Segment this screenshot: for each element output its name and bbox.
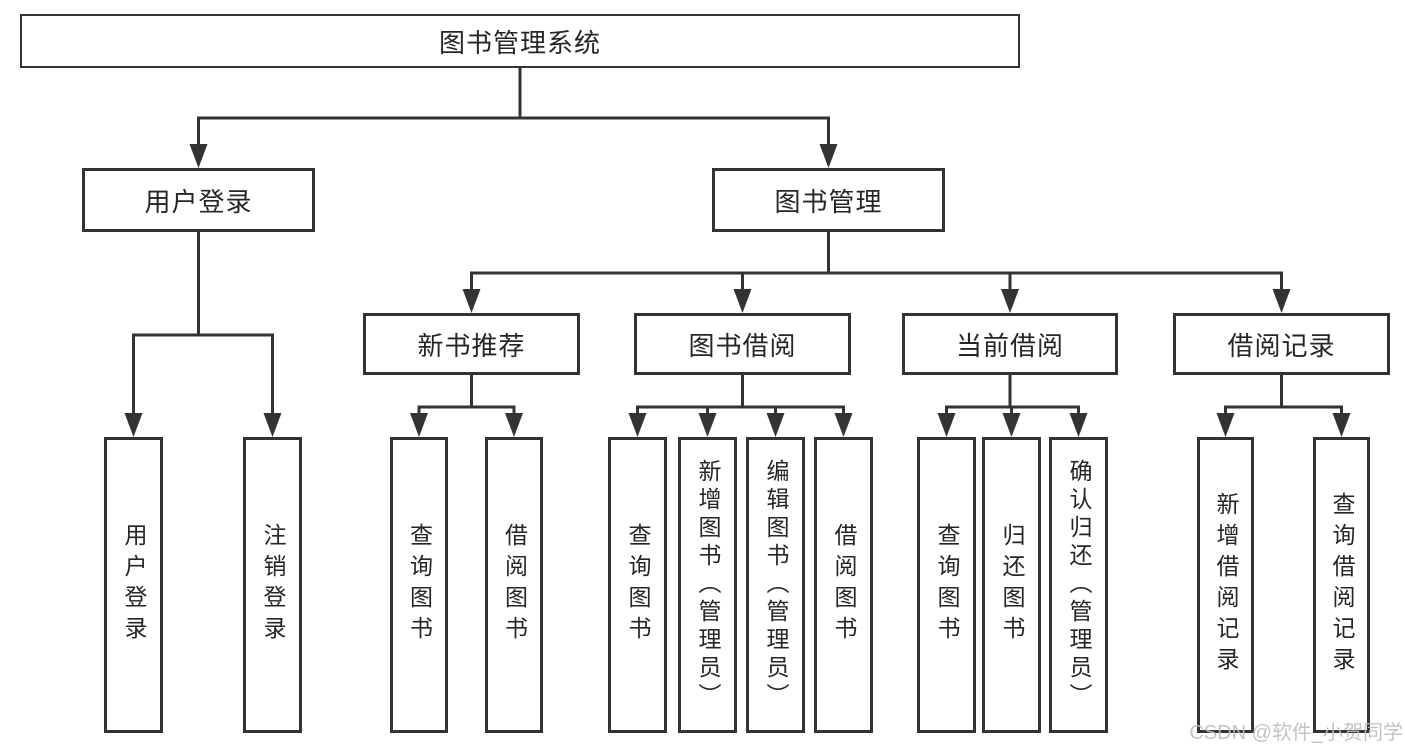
node-label: 查询图书 xyxy=(625,523,651,647)
arrowhead-icon xyxy=(1001,289,1019,313)
node-label: 图书管理 xyxy=(774,186,883,217)
csdn-watermark: CSDN @软件_小贺同学 xyxy=(1189,722,1403,744)
node-label: 查询图书 xyxy=(406,523,433,647)
node-label: 新增借阅记录 xyxy=(1213,492,1239,678)
arrowhead-icon xyxy=(733,289,752,313)
node-label: 确认归还（管理员） xyxy=(1066,459,1092,711)
node-add-book-admin: 新增图书（管理员） xyxy=(678,437,737,733)
arrowhead-icon xyxy=(819,144,838,168)
node-query-books-borrowing: 查询图书 xyxy=(608,437,667,733)
node-label: 新增图书（管理员） xyxy=(695,459,721,711)
node-current-borrowing: 当前借阅 xyxy=(902,313,1118,375)
arrowhead-icon xyxy=(1002,413,1021,437)
arrowhead-icon xyxy=(937,413,956,437)
node-label: 归还图书 xyxy=(999,523,1025,647)
node-confirm-return-admin: 确认归还（管理员） xyxy=(1049,437,1108,733)
node-add-borrow-record: 新增借阅记录 xyxy=(1197,437,1254,733)
arrowhead-icon xyxy=(124,413,143,437)
node-borrowing-records: 借阅记录 xyxy=(1173,313,1390,375)
arrowhead-icon xyxy=(1216,413,1235,437)
node-book-management: 图书管理 xyxy=(712,168,945,232)
arrowhead-icon xyxy=(698,413,717,437)
arrowhead-icon xyxy=(1332,413,1351,437)
node-query-borrow-record: 查询借阅记录 xyxy=(1313,437,1370,733)
arrowhead-icon xyxy=(766,413,785,437)
node-edit-book-admin: 编辑图书（管理员） xyxy=(746,437,805,733)
node-borrow-books-leaf: 借阅图书 xyxy=(814,437,873,733)
node-user-login: 用户登录 xyxy=(82,168,315,232)
arrowhead-icon xyxy=(263,413,282,437)
node-label: 借阅记录 xyxy=(1227,330,1336,361)
node-return-book: 归还图书 xyxy=(982,437,1041,733)
arrowhead-icon xyxy=(189,144,208,168)
node-label: 图书借阅 xyxy=(688,330,797,361)
node-label: 当前借阅 xyxy=(955,330,1064,361)
node-label: 查询图书 xyxy=(934,523,960,647)
node-label: 注销登录 xyxy=(260,523,286,647)
node-book-borrowing: 图书借阅 xyxy=(634,313,851,375)
node-logout: 注销登录 xyxy=(243,437,302,733)
node-borrow-books-recommend: 借阅图书 xyxy=(485,437,543,733)
arrowhead-icon xyxy=(628,413,647,437)
arrowhead-icon xyxy=(505,413,523,437)
node-query-books-current: 查询图书 xyxy=(917,437,976,733)
node-user-login-leaf: 用户登录 xyxy=(104,437,163,733)
node-label: 借阅图书 xyxy=(501,523,528,647)
arrowhead-icon xyxy=(1272,289,1291,313)
arrowhead-icon xyxy=(410,413,428,437)
node-label: 用户登录 xyxy=(144,186,253,217)
arrowhead-icon xyxy=(462,289,481,313)
node-label: 查询借阅记录 xyxy=(1329,492,1355,678)
node-query-books-recommend: 查询图书 xyxy=(390,437,448,733)
node-library-management-system: 图书管理系统 xyxy=(20,14,1020,68)
node-label: 借阅图书 xyxy=(831,523,857,647)
arrowhead-icon xyxy=(1069,413,1088,437)
node-new-book-recommendation: 新书推荐 xyxy=(363,313,580,375)
node-label: 用户登录 xyxy=(121,523,147,647)
node-label: 新书推荐 xyxy=(417,330,526,361)
node-label: 图书管理系统 xyxy=(438,27,601,58)
node-label: 编辑图书（管理员） xyxy=(763,459,789,711)
arrowhead-icon xyxy=(834,413,853,437)
